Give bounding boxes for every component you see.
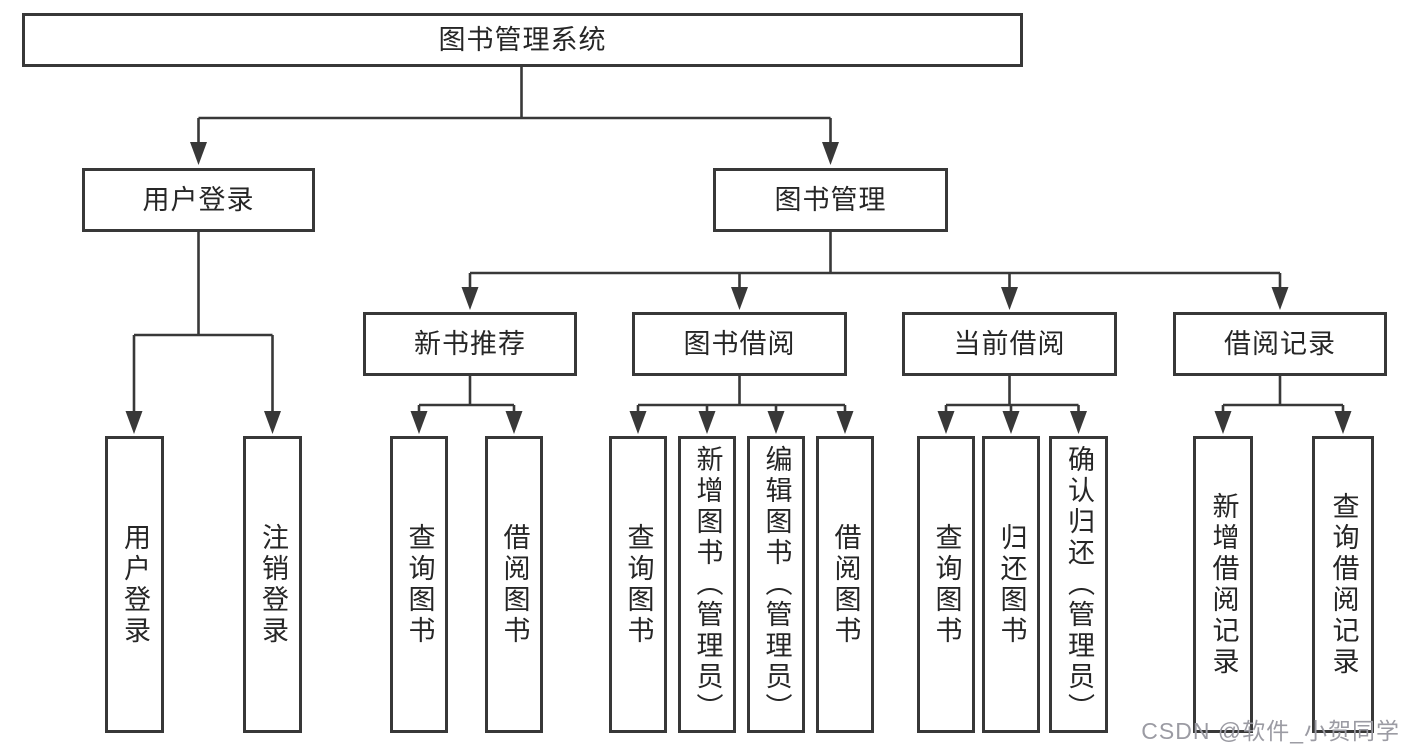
node-label: 新书推荐 xyxy=(414,328,526,359)
leaf-recommend-borrow-book: 借阅图书 xyxy=(485,436,543,733)
leaf-borrowing-add-book-admin: 新增图书（管理员） xyxy=(678,436,736,733)
node-user-login: 用户登录 xyxy=(82,168,315,232)
node-book-management: 图书管理 xyxy=(713,168,948,232)
leaf-label: 确认归还（管理员） xyxy=(1064,445,1094,724)
node-library-system: 图书管理系统 xyxy=(22,13,1023,67)
node-label: 用户登录 xyxy=(142,184,255,215)
leaf-label: 查询图书 xyxy=(931,522,962,647)
leaf-label: 新增图书（管理员） xyxy=(692,445,723,724)
node-current-borrowing: 当前借阅 xyxy=(902,312,1117,376)
node-label: 图书借阅 xyxy=(683,328,796,359)
leaf-label: 借阅图书 xyxy=(830,522,861,647)
leaf-label: 注销登录 xyxy=(258,522,288,647)
leaf-current-return-book: 归还图书 xyxy=(982,436,1040,733)
node-new-book-recommend: 新书推荐 xyxy=(363,312,577,376)
leaf-borrowing-borrow-book: 借阅图书 xyxy=(816,436,874,733)
leaf-borrowing-edit-book-admin: 编辑图书（管理员） xyxy=(747,436,805,733)
leaf-label: 编辑图书（管理员） xyxy=(761,445,792,724)
node-label: 图书管理系统 xyxy=(438,24,607,55)
leaf-user-login: 用户登录 xyxy=(105,436,164,733)
leaf-records-query-record: 查询借阅记录 xyxy=(1312,436,1374,733)
node-label: 借阅记录 xyxy=(1224,328,1336,359)
node-borrow-records: 借阅记录 xyxy=(1173,312,1387,376)
leaf-recommend-query-book: 查询图书 xyxy=(390,436,448,733)
node-label: 当前借阅 xyxy=(953,328,1066,359)
arrow-down-icons xyxy=(125,142,1352,434)
leaf-label: 查询图书 xyxy=(404,522,435,647)
leaf-current-confirm-return-admin: 确认归还（管理员） xyxy=(1049,436,1108,733)
leaf-label: 查询借阅记录 xyxy=(1328,491,1359,678)
leaf-records-add-record: 新增借阅记录 xyxy=(1193,436,1253,733)
node-label: 图书管理 xyxy=(774,184,887,215)
leaf-current-query-book: 查询图书 xyxy=(917,436,975,733)
leaf-label: 归还图书 xyxy=(996,522,1027,647)
leaf-label: 用户登录 xyxy=(120,522,150,647)
leaf-borrowing-query-book: 查询图书 xyxy=(609,436,667,733)
leaf-label: 借阅图书 xyxy=(499,522,530,647)
csdn-watermark: CSDN @软件_小贺同学 xyxy=(1141,718,1400,744)
leaf-label: 查询图书 xyxy=(623,522,654,647)
node-book-borrowing: 图书借阅 xyxy=(632,312,847,376)
leaf-label: 新增借阅记录 xyxy=(1208,491,1239,678)
leaf-logout: 注销登录 xyxy=(243,436,302,733)
